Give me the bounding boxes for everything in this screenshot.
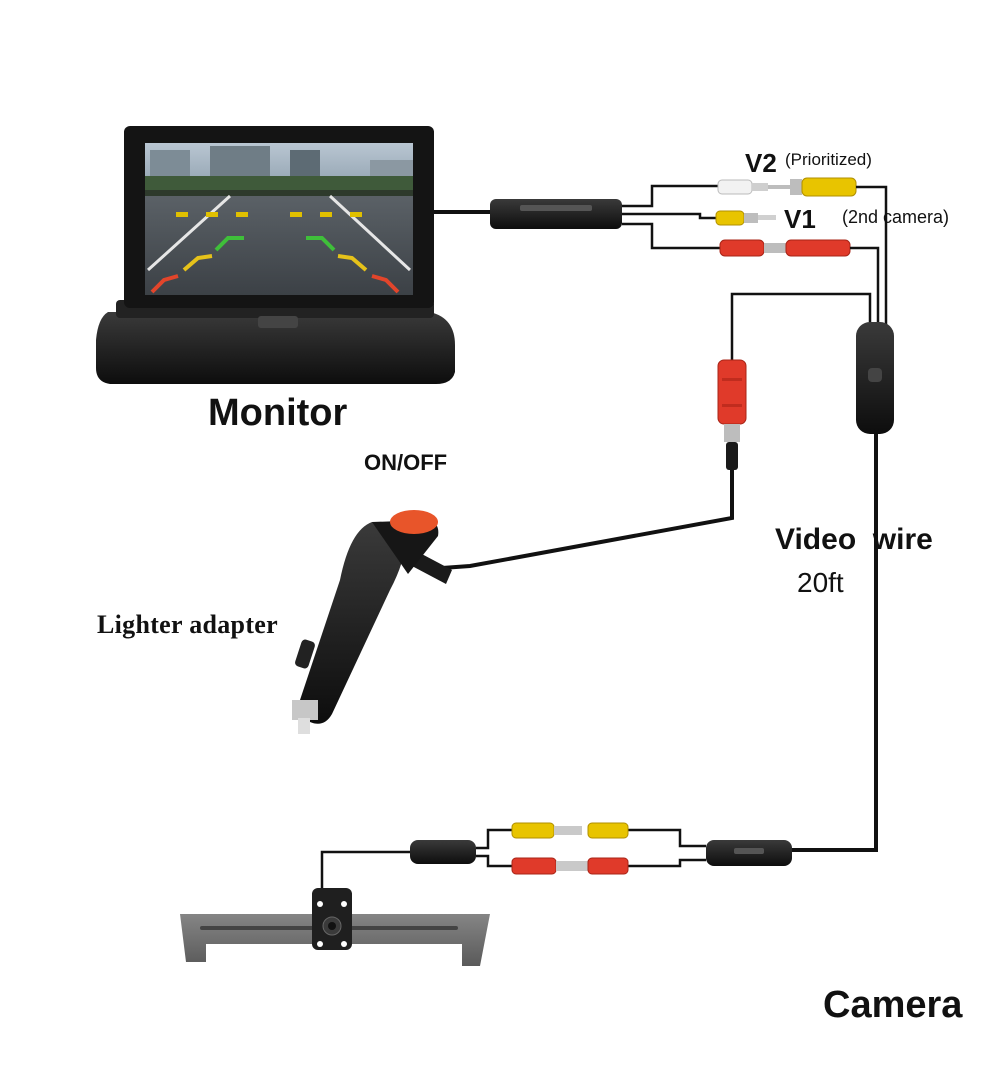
v1-label: V1 xyxy=(784,204,816,234)
license-plate-camera xyxy=(180,888,490,966)
rca-red-pair xyxy=(719,239,851,257)
on-off-label: ON/OFF xyxy=(364,450,448,475)
splitter-leads xyxy=(622,184,722,250)
camera-led-icon xyxy=(317,941,323,947)
monitor-label: Monitor xyxy=(208,392,348,434)
power-lead-loop xyxy=(730,292,872,360)
camera-leads xyxy=(320,828,706,888)
rca-white-plug-v2 xyxy=(717,179,790,195)
prioritized-label: (Prioritized) xyxy=(785,150,872,169)
camera-led-icon xyxy=(341,941,347,947)
camera-inline-box-right xyxy=(706,840,792,866)
v2-lead-to-camera2 xyxy=(856,185,888,330)
power-inline-connector xyxy=(717,359,747,470)
camera-label: Camera xyxy=(823,984,963,1026)
camera-yellow-rca-pair xyxy=(511,822,629,839)
second-camera-label: (2nd camera) xyxy=(842,207,950,227)
camera-led-icon xyxy=(341,901,347,907)
rca-yellow-plug-v1 xyxy=(715,210,776,226)
monitor xyxy=(96,126,455,384)
power-button[interactable] xyxy=(390,510,438,534)
rca-yellow-socket-v2 xyxy=(790,177,857,197)
lighter-adapter-label: Lighter adapter xyxy=(97,610,278,639)
wire-length-label: 20ft xyxy=(797,567,844,598)
monitor-stand xyxy=(96,300,455,384)
lighter-adapter xyxy=(292,510,452,734)
v2-label: V2 xyxy=(745,148,777,178)
camera-led-icon xyxy=(317,901,323,907)
lighter-cable xyxy=(441,470,734,570)
monitor-screen xyxy=(124,126,434,308)
video-wire-main xyxy=(792,434,878,852)
red-lead-to-junction xyxy=(850,246,880,330)
video-wire-junction xyxy=(856,322,894,434)
camera-inline-box-left xyxy=(410,840,476,864)
camera-red-rca-pair xyxy=(511,857,629,875)
video-wire-label: Video wire xyxy=(775,523,933,556)
monitor-splitter-box xyxy=(490,199,622,229)
